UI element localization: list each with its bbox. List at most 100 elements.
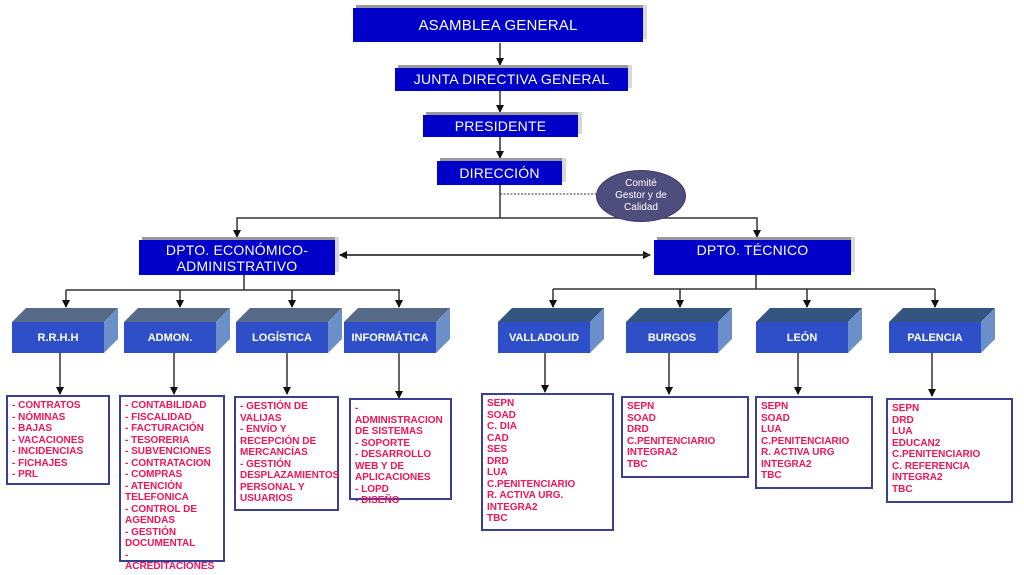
unit-label: INFORMÁTICA: [351, 331, 429, 344]
task-item: - CONTROL DE AGENDAS: [125, 503, 198, 527]
unit-top-face: [344, 308, 450, 353]
unit-label: LOGÍSTICA: [252, 331, 312, 344]
task-item: R. ACTIVA URG.: [487, 490, 564, 501]
dpto-economico-box: DPTO. ECONÓMICO- ADMINISTRATIVO: [139, 237, 339, 275]
unit-top-face: [124, 308, 230, 353]
task-list-r-r-h-h: - CONTRATOS- NÓMINAS- BAJAS- VACACIONES-…: [6, 395, 110, 485]
task-item: - DESARROLLO WEB Y DE APLICACIONES: [355, 449, 432, 483]
unit-r-r-h-h: R.R.H.H: [12, 308, 118, 353]
task-item: - ADMINISTRACION DE SISTEMAS: [355, 403, 443, 437]
task-item: INTEGRA2: [487, 501, 538, 513]
task-item: - COMPRAS: [125, 469, 183, 480]
dpto-economico-line-2: ADMINISTRATIVO: [176, 257, 298, 274]
unit-leon: LEÓN: [756, 308, 862, 353]
task-item: CAD: [487, 432, 509, 444]
task-item: DRD: [892, 414, 914, 426]
presidente-box: PRESIDENTE: [423, 112, 582, 137]
task-item: - VACACIONES: [12, 434, 85, 446]
task-item: LUA: [892, 426, 913, 437]
task-item: C.PENITENCIARIO: [487, 478, 576, 490]
task-item: INTEGRA2: [761, 458, 812, 470]
task-item: - GESTIÓN DOCUMENTAL: [125, 526, 196, 550]
task-item: INTEGRA2: [892, 472, 943, 483]
comite-line-2: Gestor y de: [615, 190, 667, 201]
unit-logistica: LOGÍSTICA: [236, 308, 342, 353]
task-item: C.PENITENCIARIO: [761, 435, 850, 447]
task-item: - TESORERIA: [125, 434, 190, 446]
asamblea-general-box: ASAMBLEA GENERAL: [353, 5, 647, 42]
task-list-informatica: - ADMINISTRACION DE SISTEMAS- SOPORTE- D…: [349, 398, 452, 506]
task-item: - FACTURACIÓN: [125, 423, 204, 434]
unit-front-face: R.R.H.H: [12, 322, 104, 353]
asamblea-general-label: ASAMBLEA GENERAL: [418, 16, 578, 34]
unit-label: R.R.H.H: [37, 331, 79, 344]
task-item: C.PENITENCIARIO: [892, 449, 981, 460]
dpto-economico-line-1: DPTO. ECONÓMICO-: [165, 241, 309, 258]
task-item: - DISEÑO: [355, 495, 400, 506]
unit-top-face: [236, 308, 342, 353]
task-item: SEPN: [487, 398, 515, 409]
dpto-tecnico-box: DPTO. TÉCNICO: [654, 237, 855, 275]
task-list-logistica: - GESTIÓN DE VALIJAS- ENVÍO Y RECEPCIÓN …: [234, 396, 339, 511]
task-item: C. REFERENCIA: [892, 460, 970, 472]
unit-front-face: ADMON.: [124, 322, 216, 353]
task-item: - SOPORTE: [355, 437, 411, 449]
task-item: - ACREDITACIONES: [125, 549, 215, 573]
task-item: - GESTIÓN DE VALIJAS: [240, 401, 308, 424]
task-item: TBC: [487, 513, 508, 524]
task-item: - LOPD: [355, 483, 389, 495]
task-item: - GESTIÓN DESPLAZAMIENTOS PERSONAL Y USU…: [240, 458, 340, 505]
unit-top-face: [756, 308, 862, 353]
unit-admon: ADMON.: [124, 308, 230, 353]
task-item: - INCIDENCIAS: [12, 446, 84, 457]
task-item: - CONTABILIDAD: [125, 400, 207, 411]
task-list-admon: - CONTABILIDAD- FISCALIDAD- FACTURACIÓN-…: [119, 395, 225, 572]
task-item: - FISCALIDAD: [125, 411, 192, 423]
unit-front-face: LEÓN: [756, 322, 848, 353]
task-item: SOAD: [627, 412, 656, 424]
task-item: DRD: [487, 455, 509, 467]
task-item: - NÓMINAS: [12, 411, 66, 423]
dpto-tecnico-label: DPTO. TÉCNICO: [696, 242, 809, 258]
unit-label: ADMON.: [147, 331, 193, 344]
unit-top-face: [626, 308, 732, 353]
task-item: SOAD: [487, 409, 516, 421]
task-item: - CONTRATACION: [125, 457, 211, 469]
unit-front-face: BURGOS: [626, 322, 718, 353]
task-item: SEPN: [892, 403, 920, 414]
comite-gestor-calidad: Comité Gestor y de Calidad: [596, 170, 686, 222]
task-item: DRD: [627, 424, 649, 435]
task-item: TBC: [892, 483, 913, 495]
task-item: EDUCAN2: [892, 437, 941, 449]
comite-line-3: Calidad: [624, 202, 658, 213]
task-item: INTEGRA2: [627, 447, 678, 458]
task-item: - CONTRATOS: [12, 400, 81, 411]
task-item: - BAJAS: [12, 423, 53, 434]
comite-line-1: Comité: [625, 178, 657, 189]
unit-informatica: INFORMÁTICA: [344, 308, 450, 353]
unit-label: PALENCIA: [907, 331, 963, 344]
task-item: C.PENITENCIARIO: [627, 435, 716, 447]
task-item: TBC: [761, 470, 782, 481]
unit-top-face: [498, 308, 604, 353]
unit-front-face: LOGÍSTICA: [236, 322, 328, 353]
task-item: - FICHAJES: [12, 457, 68, 469]
unit-label: LEÓN: [786, 331, 818, 344]
direccion-label: DIRECCIÓN: [459, 164, 540, 181]
unit-burgos: BURGOS: [626, 308, 732, 353]
unit-top-face: [12, 308, 118, 353]
unit-front-face: INFORMÁTICA: [344, 322, 436, 353]
presidente-label: PRESIDENTE: [454, 117, 547, 134]
unit-valladolid: VALLADOLID: [498, 308, 604, 353]
task-item: SEPN: [627, 401, 655, 412]
task-item: LUA: [761, 424, 782, 435]
unit-palencia: PALENCIA: [889, 308, 995, 353]
unit-front-face: PALENCIA: [889, 322, 981, 353]
unit-top-face: [889, 308, 995, 353]
task-item: - SUBVENCIONES: [125, 446, 212, 457]
task-item: TBC: [627, 458, 648, 470]
